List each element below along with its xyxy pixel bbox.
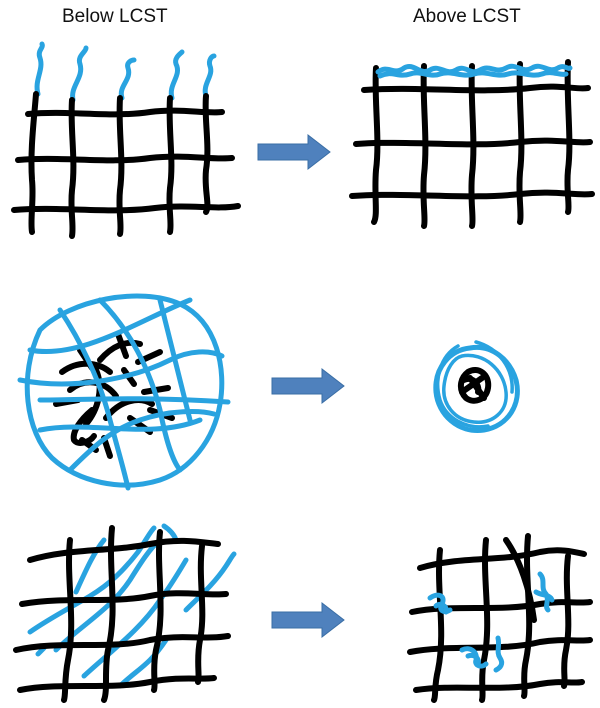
core-shell-above — [436, 342, 518, 431]
semi-ipn-below — [16, 526, 234, 700]
grafted-network-below — [14, 44, 238, 236]
arrow-row-2 — [272, 369, 344, 403]
arrow-row-1 — [258, 135, 330, 169]
grafted-network-above — [352, 62, 592, 226]
core-shell-below — [20, 296, 228, 488]
semi-ipn-above — [410, 536, 590, 700]
arrow-row-3 — [272, 603, 344, 637]
